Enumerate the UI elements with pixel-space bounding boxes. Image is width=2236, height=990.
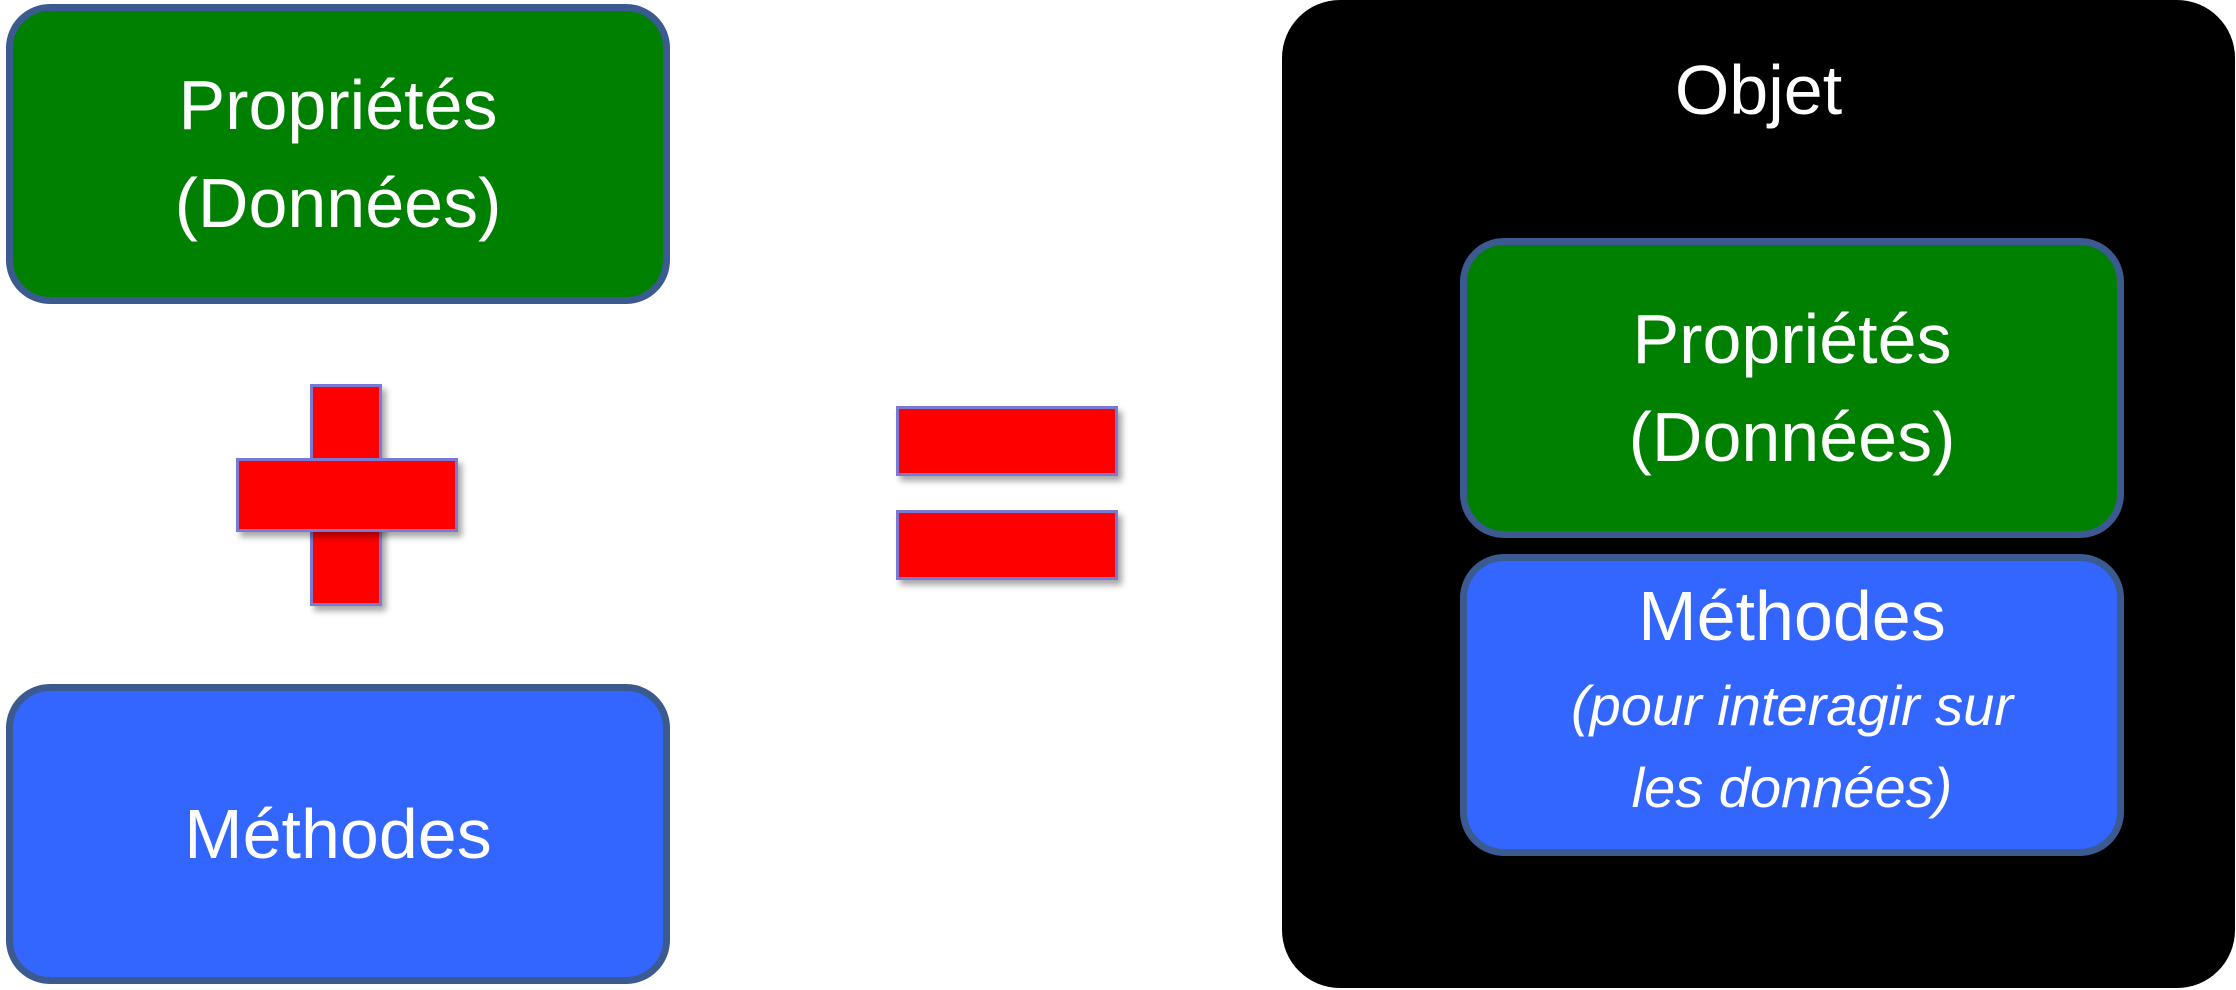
object-methods-box: Méthodes (pour interagir sur les données…: [1460, 554, 2124, 856]
properties-box: Propriétés (Données): [6, 4, 670, 304]
object-properties-label: Propriétés: [1632, 300, 1952, 378]
object-title: Objet: [1674, 51, 1843, 129]
plus-center: [313, 461, 379, 529]
object-methods-desc-line1: (pour interagir sur: [1571, 674, 2013, 737]
equals-bottom-bar: [896, 510, 1118, 580]
object-methods-desc-line2: les données): [1631, 756, 1953, 819]
methods-label: Méthodes: [184, 795, 492, 873]
object-container: Objet Propriétés (Données) Méthodes (pou…: [1282, 0, 2235, 988]
properties-sublabel: (Données): [174, 164, 502, 242]
object-methods-label: Méthodes: [1638, 577, 1946, 655]
object-properties-box: Propriétés (Données): [1460, 238, 2124, 538]
object-properties-sublabel: (Données): [1628, 398, 1956, 476]
properties-label: Propriétés: [178, 66, 498, 144]
equals-top-bar: [896, 406, 1118, 476]
methods-box: Méthodes: [6, 684, 670, 984]
